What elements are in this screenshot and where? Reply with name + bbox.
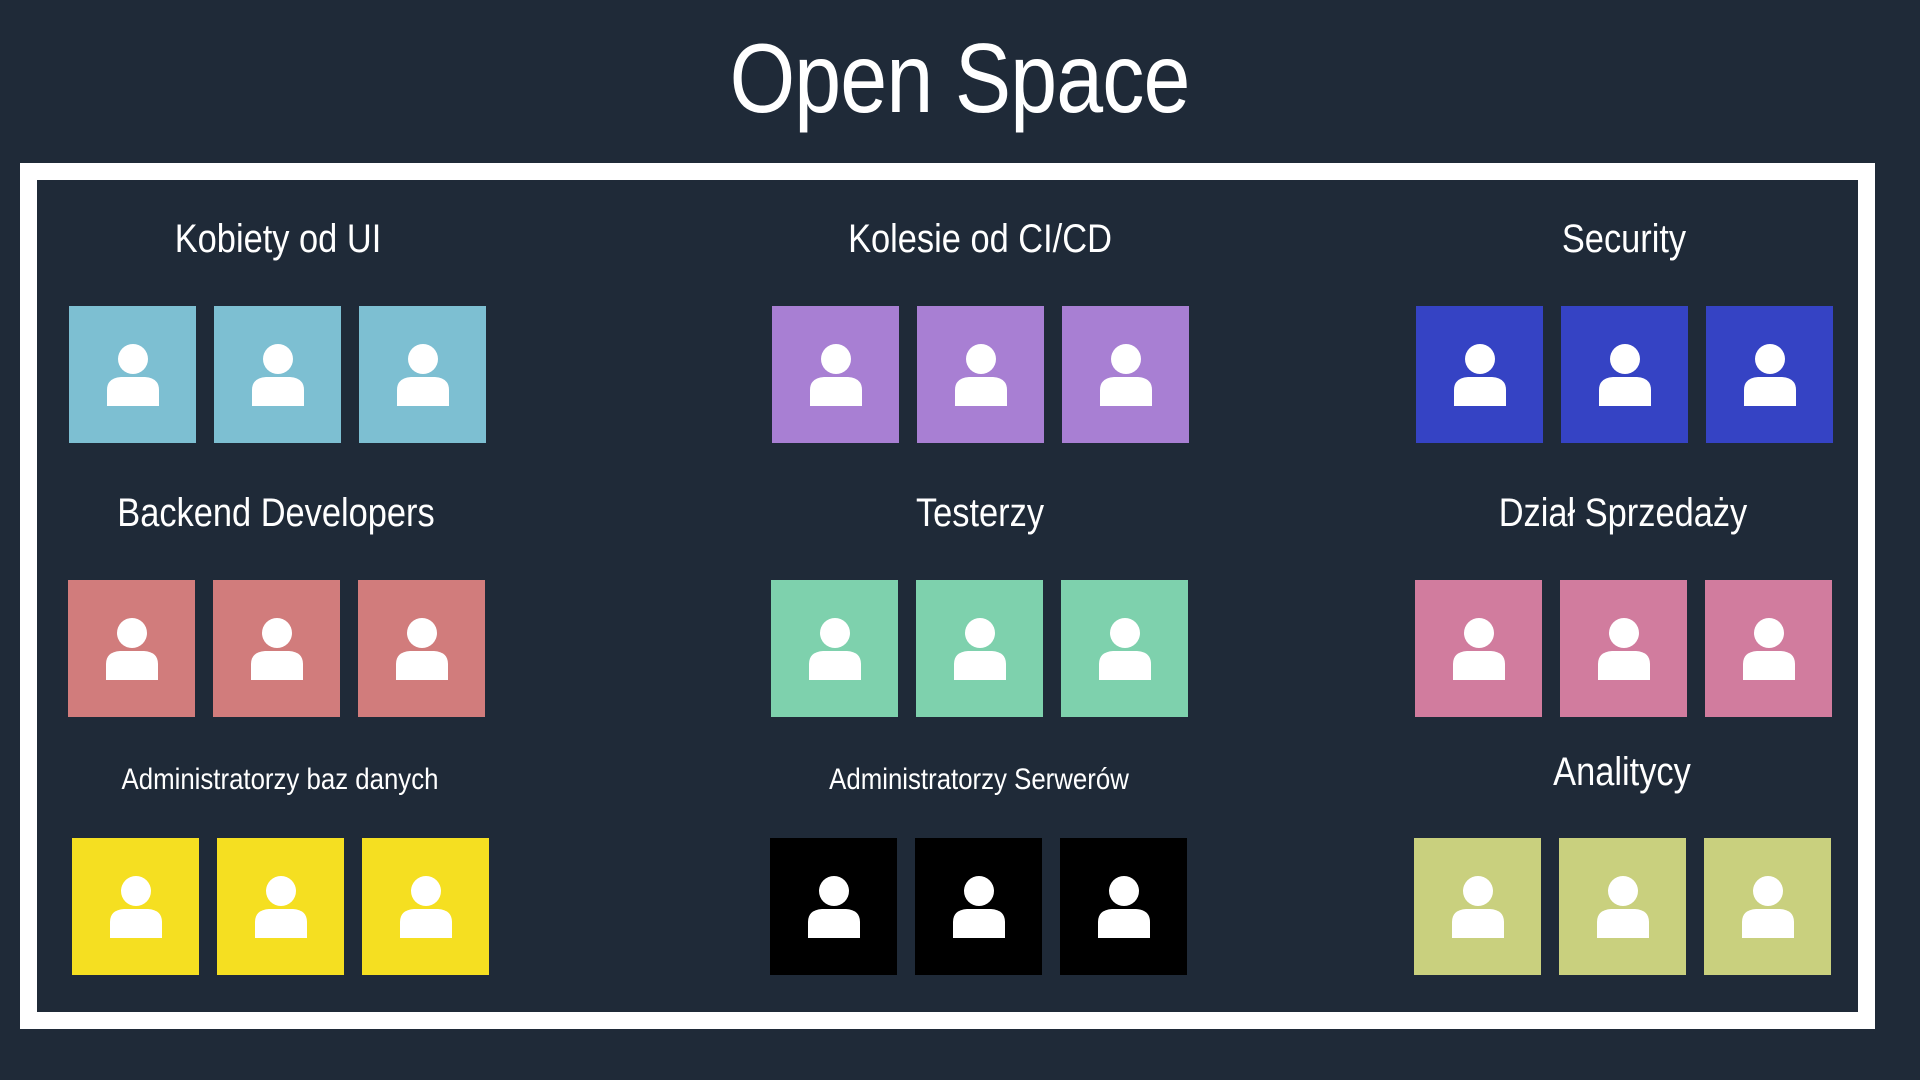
team-kolesie-od-ci-cd: Kolesie od CI/CD xyxy=(750,214,1210,264)
desk-tile xyxy=(1416,306,1543,443)
person-icon xyxy=(251,874,311,940)
desk-tile xyxy=(1559,838,1686,975)
desk-row-kolesie-od-ci-cd xyxy=(772,306,1189,443)
desk-tile xyxy=(358,580,485,717)
person-icon xyxy=(1096,342,1156,408)
team-label: Administratorzy Serwerów xyxy=(829,763,1129,796)
person-icon xyxy=(1739,616,1799,682)
person-icon xyxy=(951,342,1011,408)
team-testerzy: Testerzy xyxy=(750,488,1210,538)
person-icon xyxy=(1094,874,1154,940)
desk-tile xyxy=(69,306,196,443)
person-icon xyxy=(1593,874,1653,940)
person-icon xyxy=(247,616,307,682)
team-label: Administratorzy baz danych xyxy=(121,763,439,796)
person-icon xyxy=(804,874,864,940)
team-analitycy: Analitycy xyxy=(1392,747,1852,797)
desk-row-security xyxy=(1416,306,1833,443)
team-security: Security xyxy=(1394,214,1854,264)
person-icon xyxy=(1740,342,1800,408)
desk-row-administratorzy-serwerow xyxy=(770,838,1187,975)
desk-tile xyxy=(362,838,489,975)
desk-tile xyxy=(359,306,486,443)
desk-row-backend-developers xyxy=(68,580,485,717)
open-space-room xyxy=(20,163,1875,1029)
desk-tile xyxy=(1560,580,1687,717)
team-backend-developers: Backend Developers xyxy=(46,488,506,538)
desk-tile xyxy=(214,306,341,443)
desk-tile xyxy=(1060,838,1187,975)
desk-row-kobiety-od-ui xyxy=(69,306,486,443)
person-icon xyxy=(805,616,865,682)
desk-tile xyxy=(213,580,340,717)
team-dzial-sprzedazy: Dział Sprzedaży xyxy=(1393,488,1853,538)
person-icon xyxy=(1594,616,1654,682)
desk-tile xyxy=(68,580,195,717)
person-icon xyxy=(950,616,1010,682)
person-icon xyxy=(949,874,1009,940)
person-icon xyxy=(102,616,162,682)
desk-tile xyxy=(1062,306,1189,443)
person-icon xyxy=(1738,874,1798,940)
person-icon xyxy=(1595,342,1655,408)
desk-tile xyxy=(1705,580,1832,717)
desk-tile xyxy=(1706,306,1833,443)
person-icon xyxy=(1450,342,1510,408)
person-icon xyxy=(393,342,453,408)
desk-tile xyxy=(772,306,899,443)
team-label: Security xyxy=(1561,217,1687,261)
team-administratorzy-serwerow: Administratorzy Serwerów xyxy=(749,760,1209,800)
team-label: Dział Sprzedaży xyxy=(1498,491,1748,535)
page-title: Open Space xyxy=(729,23,1191,133)
team-administratorzy-baz-danych: Administratorzy baz danych xyxy=(50,760,510,800)
desk-tile xyxy=(771,580,898,717)
desk-tile xyxy=(770,838,897,975)
person-icon xyxy=(396,874,456,940)
desk-tile xyxy=(915,838,1042,975)
desk-tile xyxy=(916,580,1043,717)
team-label: Kolesie od CI/CD xyxy=(848,217,1112,261)
person-icon xyxy=(1448,874,1508,940)
desk-tile xyxy=(217,838,344,975)
desk-tile xyxy=(917,306,1044,443)
person-icon xyxy=(106,874,166,940)
person-icon xyxy=(1095,616,1155,682)
person-icon xyxy=(392,616,452,682)
team-label: Kobiety od UI xyxy=(174,217,382,261)
team-label: Backend Developers xyxy=(117,491,435,535)
desk-row-dzial-sprzedazy xyxy=(1415,580,1832,717)
team-kobiety-od-ui: Kobiety od UI xyxy=(48,214,508,264)
team-label: Testerzy xyxy=(915,491,1045,535)
desk-row-administratorzy-baz-danych xyxy=(72,838,489,975)
desk-tile xyxy=(1061,580,1188,717)
desk-tile xyxy=(72,838,199,975)
desk-tile xyxy=(1704,838,1831,975)
person-icon xyxy=(248,342,308,408)
desk-row-analitycy xyxy=(1414,838,1831,975)
person-icon xyxy=(103,342,163,408)
desk-tile xyxy=(1414,838,1541,975)
person-icon xyxy=(1449,616,1509,682)
desk-row-testerzy xyxy=(771,580,1188,717)
desk-tile xyxy=(1415,580,1542,717)
desk-tile xyxy=(1561,306,1688,443)
team-label: Analitycy xyxy=(1553,750,1691,794)
person-icon xyxy=(806,342,866,408)
